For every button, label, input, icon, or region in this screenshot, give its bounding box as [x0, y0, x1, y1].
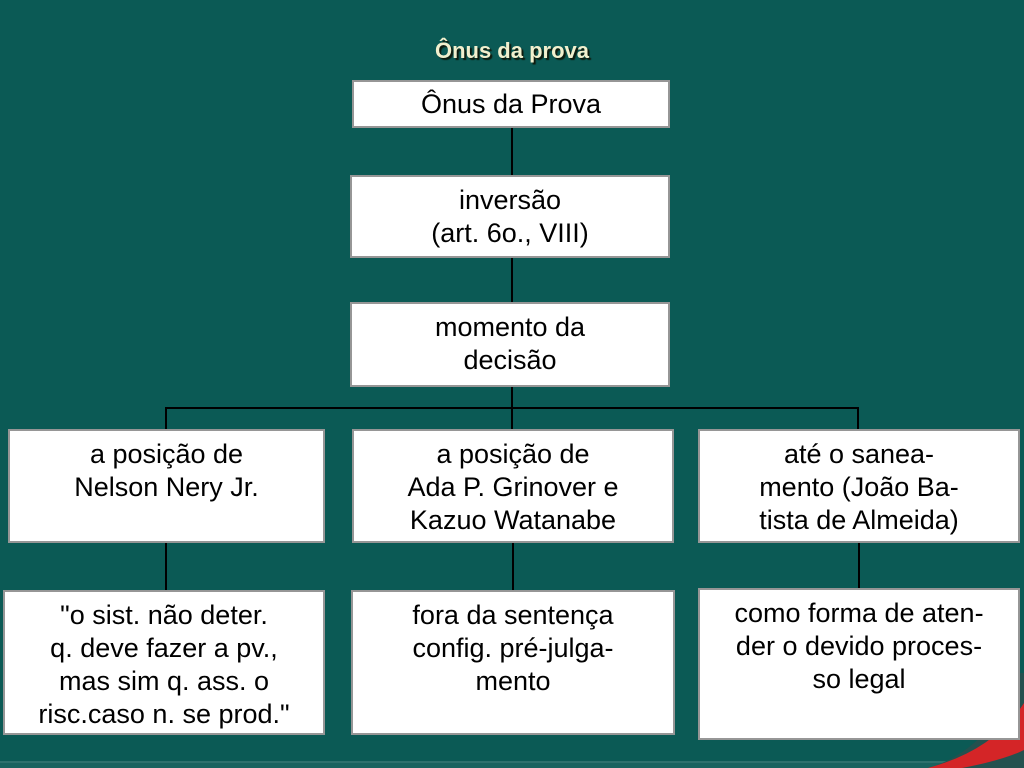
flow-box-fora-da-sentenca: fora da sentença config. pré-julga- ment…	[351, 590, 675, 735]
connector-drop-branch2	[511, 408, 513, 429]
bottom-accent-band	[0, 763, 1024, 768]
flow-box-posicao-nelson-nery: a posição de Nelson Nery Jr.	[8, 429, 325, 543]
flow-box-devido-processo-legal: como forma de aten- der o devido proces-…	[698, 588, 1020, 740]
flow-box-posicao-grinover-watanabe: a posição de Ada P. Grinover e Kazuo Wat…	[352, 429, 674, 543]
connector-momento-to-branches	[511, 385, 513, 409]
flow-box-inversao: inversão (art. 6o., VIII)	[350, 175, 670, 258]
bottom-accent-line	[0, 761, 1024, 763]
connector-root-to-inversao	[511, 128, 513, 175]
flow-box-ate-o-saneamento: até o sanea- mento (João Ba- tista de Al…	[698, 429, 1020, 543]
slide-title: Ônus da prova	[434, 38, 590, 63]
connector-branch1-detail	[165, 543, 167, 590]
connector-inversao-to-momento	[511, 258, 513, 302]
flow-box-nery-quote: "o sist. não deter. q. deve fazer a pv.,…	[3, 590, 325, 735]
connector-branch2-detail	[512, 543, 514, 590]
corner-swoosh-decoration	[928, 673, 1024, 768]
flow-box-onus-da-prova: Ônus da Prova	[352, 80, 670, 128]
connector-drop-branch3	[857, 408, 859, 429]
swoosh-red-shape	[928, 703, 1024, 768]
flow-box-momento-da-decisao: momento da decisão	[350, 302, 670, 387]
connector-branch3-detail	[858, 543, 860, 588]
connector-drop-branch1	[165, 408, 167, 429]
